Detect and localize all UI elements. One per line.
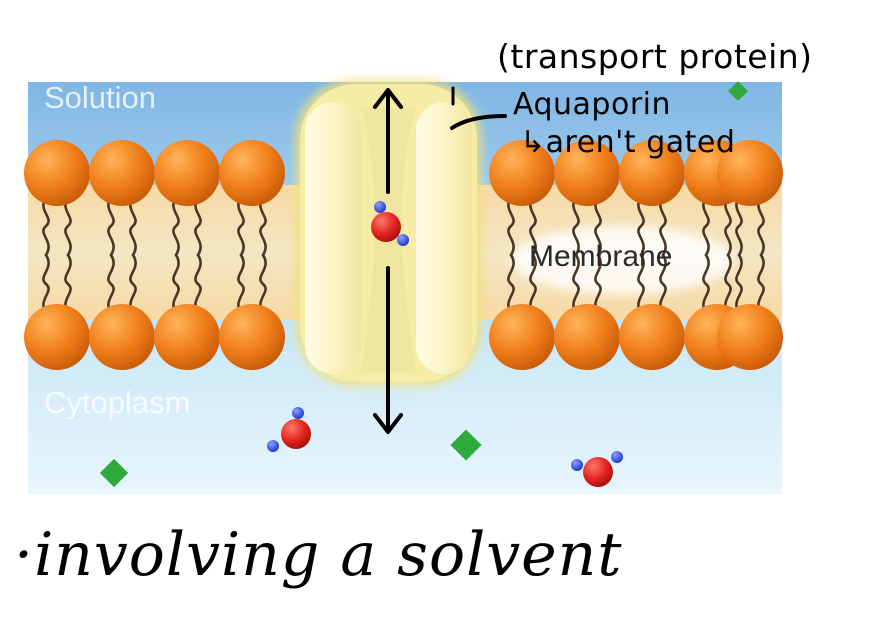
lipid-head [219,140,285,206]
lipid-head [154,304,220,370]
lipid-head [489,304,555,370]
lipid-head [89,304,155,370]
involving-solvent-note: ·involving a solvent [14,525,622,585]
lipid-head [619,304,685,370]
cytoplasm-label: Cytoplasm [44,387,190,418]
lipid-head [89,140,155,206]
lipid-head [24,140,90,206]
lipid-head [717,304,783,370]
aquaporin-note: Aquaporin [513,90,671,120]
channel-subunit-left [305,102,361,374]
not-gated-note: ↳aren't gated [520,128,735,158]
transport-protein-note: (transport protein) [497,40,813,73]
lipid-head [24,304,90,370]
membrane-label: Membrane [529,242,672,272]
channel-subunit-right [416,102,472,374]
solution-label: Solution [44,82,156,113]
lipid-head [554,304,620,370]
lipid-head [154,140,220,206]
lipid-head [219,304,285,370]
